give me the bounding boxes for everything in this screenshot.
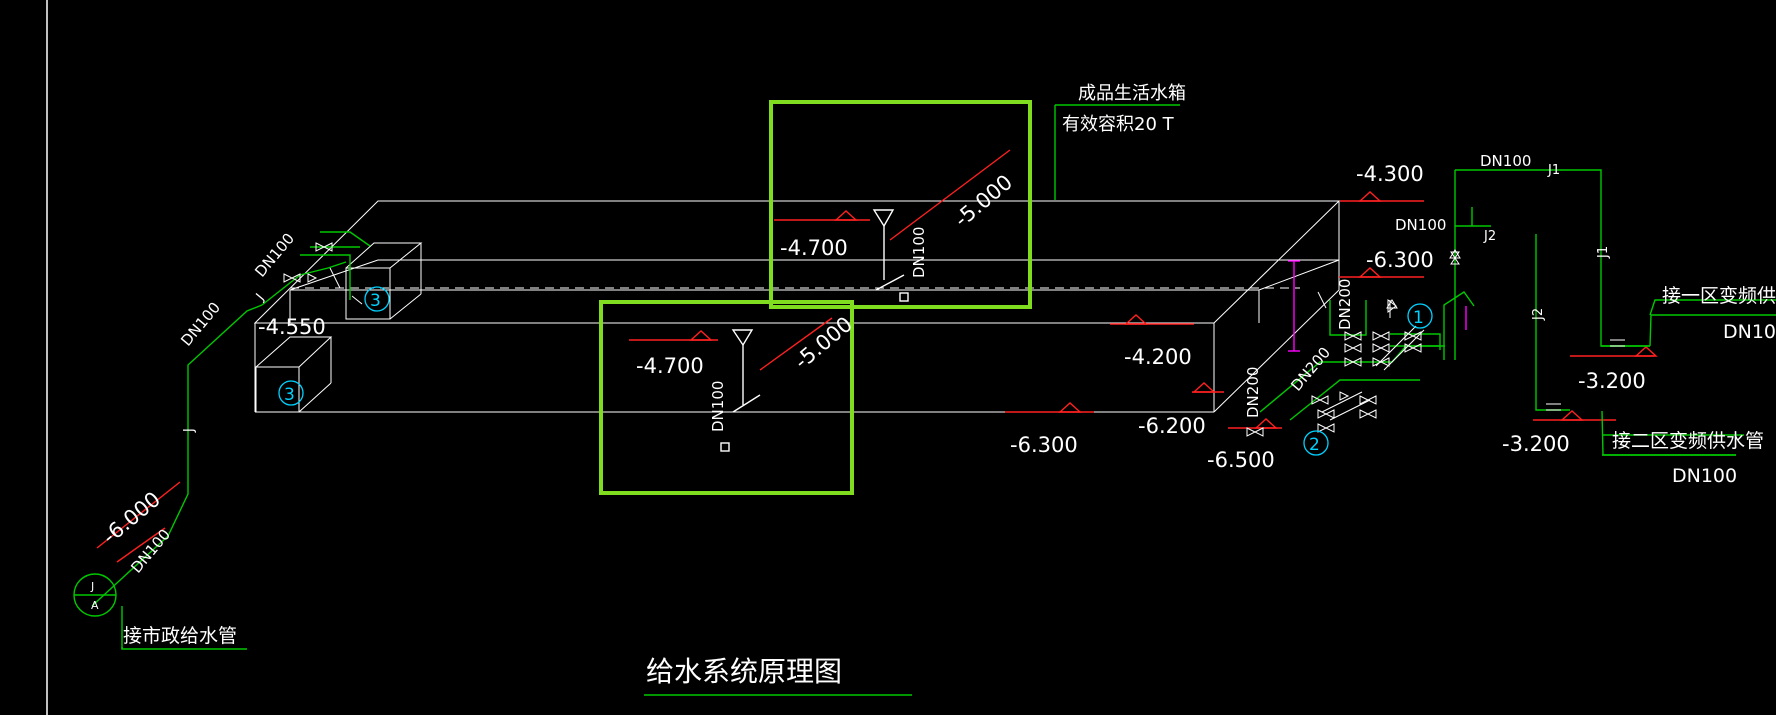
elev-7: -4.300 (1356, 162, 1424, 186)
node-ja-symbol (73, 573, 117, 617)
pipe-label-j2-b: J2 (1531, 308, 1546, 321)
elev-6: -5.000 (790, 312, 857, 374)
elev-13: -3.200 (1578, 369, 1646, 393)
pipe-label-dn100-b: DN100 (177, 299, 224, 350)
pipe-label-j1-b: J1 (1596, 246, 1611, 259)
pipe-label-dn200-a: DN200 (1336, 279, 1354, 330)
circle-label-3b: 3 (284, 385, 295, 405)
circle-label-1: 1 (1413, 308, 1424, 328)
pipe-label-dn10: DN10 (1723, 321, 1776, 343)
elev-14: -3.200 (1502, 432, 1570, 456)
riser-valves (1317, 251, 1625, 411)
outlet-pipes (1054, 104, 1776, 456)
pipe-label-dn200-b: DN200 (1244, 367, 1262, 418)
pipe-label-j1-a: J1 (1547, 163, 1560, 178)
pipe-label-dn100-f: DN100 (1395, 216, 1446, 234)
drawing-title: 给水系统原理图 (646, 655, 842, 688)
feed-pipe-lower (629, 317, 833, 452)
pipe-label-dn100-h: DN100 (1480, 152, 1531, 170)
circle-label-3a: 3 (370, 291, 381, 311)
pipe-label-dn100-c: DN100 (127, 526, 174, 577)
highlight-box-upper (769, 100, 1032, 309)
elev-11: -6.200 (1138, 414, 1206, 438)
pipe-label-dn100-d: DN100 (910, 227, 928, 278)
small-box-upper (345, 242, 423, 320)
elev-10: -6.300 (1010, 433, 1078, 457)
elevation-markers (1005, 191, 1658, 429)
pipe-label-j2-a: J2 (1483, 229, 1496, 244)
elev-3: -4.700 (780, 236, 848, 260)
pipe-label-dn100-i: DN100 (1672, 465, 1737, 487)
pipe-label-dn100-a: DN100 (251, 230, 298, 281)
node-a-text: A (91, 599, 99, 612)
highlight-box-lower (599, 300, 854, 495)
circle-markers (278, 286, 1433, 456)
tank-name: 成品生活水箱 (1078, 83, 1186, 104)
zone2-supply-label: 接二区变频供水管 (1612, 430, 1764, 452)
pipe-label-j-2: J (253, 291, 268, 304)
pipe-marker-municipal (96, 481, 181, 563)
pipe-label-j-1: J (182, 428, 197, 433)
tank-capacity: 有效容积20 T (1062, 114, 1175, 135)
feed-pipe-upper (774, 149, 1011, 302)
elev-5: -4.700 (636, 354, 704, 378)
municipal-supply-pipe (91, 231, 371, 649)
municipal-label-leader (121, 606, 247, 650)
elev-12: -6.500 (1207, 448, 1275, 472)
municipal-supply-label: 接市政给水管 (123, 625, 237, 647)
node-j-text: J (90, 580, 94, 593)
elev-2: -4.550 (258, 315, 326, 339)
pump-valve-cluster-2 (1246, 249, 1461, 437)
zone1-supply-label: 接一区变频供水 (1662, 285, 1776, 307)
valve-cluster-left (283, 242, 363, 305)
small-box-lower (255, 336, 333, 413)
elev-8: -6.300 (1366, 248, 1434, 272)
pipe-label-dn100-e: DN100 (709, 381, 727, 432)
circle-label-2: 2 (1309, 435, 1320, 455)
elev-9: -4.200 (1124, 345, 1192, 369)
dimension-marker (1288, 260, 1467, 352)
water-tank (253, 200, 1341, 413)
